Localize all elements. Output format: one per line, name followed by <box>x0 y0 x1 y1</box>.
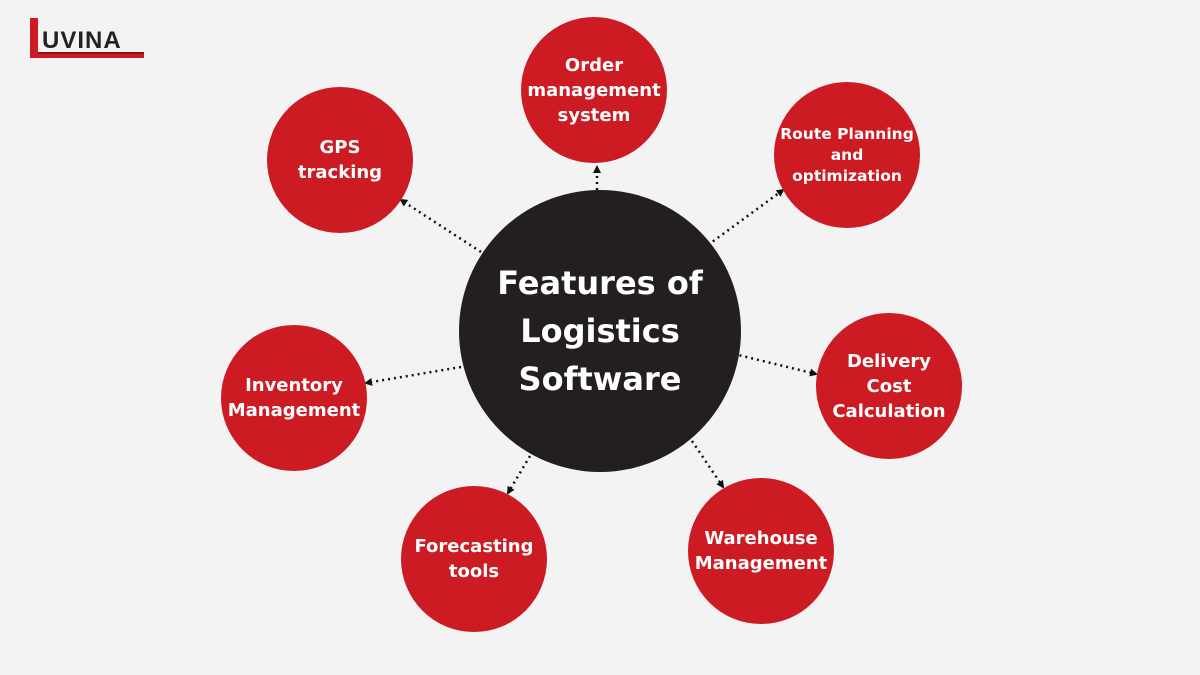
arrow-to-inventory <box>364 365 462 386</box>
node-label: Inventory Management <box>227 375 361 421</box>
node-order-management: Order management system <box>521 17 667 163</box>
hub-circle: Features of Logistics Software <box>459 190 741 472</box>
node-label: Forecasting tools <box>414 536 534 582</box>
node-warehouse-management: Warehouse Management <box>688 478 834 624</box>
node-forecasting-tools: Forecasting tools <box>401 486 547 632</box>
node-label: Route Planning and optimization <box>780 124 914 185</box>
arrow-to-forecasting <box>506 455 532 495</box>
logo-l-mark-icon <box>30 18 144 58</box>
node-label: Delivery Cost Calculation <box>832 350 946 422</box>
node-inventory-management: Inventory Management <box>221 325 367 471</box>
node-delivery-cost: Delivery Cost Calculation <box>816 313 962 459</box>
arrow-to-delivery-cost <box>721 349 818 377</box>
node-label: Order management system <box>527 54 661 126</box>
node-gps-tracking: GPS tracking <box>267 87 413 233</box>
arrow-to-route-planning <box>707 188 785 247</box>
node-label: Warehouse Management <box>694 528 828 574</box>
node-route-planning: Route Planning and optimization <box>774 82 920 228</box>
node-label: GPS tracking <box>297 137 383 183</box>
luvina-logo: UVINA <box>28 16 148 62</box>
arrow-to-gps <box>399 198 482 254</box>
hub-title: Features of Logistics Software <box>497 264 703 398</box>
arrow-to-warehouse <box>690 440 725 489</box>
logo-text: UVINA <box>42 27 122 54</box>
